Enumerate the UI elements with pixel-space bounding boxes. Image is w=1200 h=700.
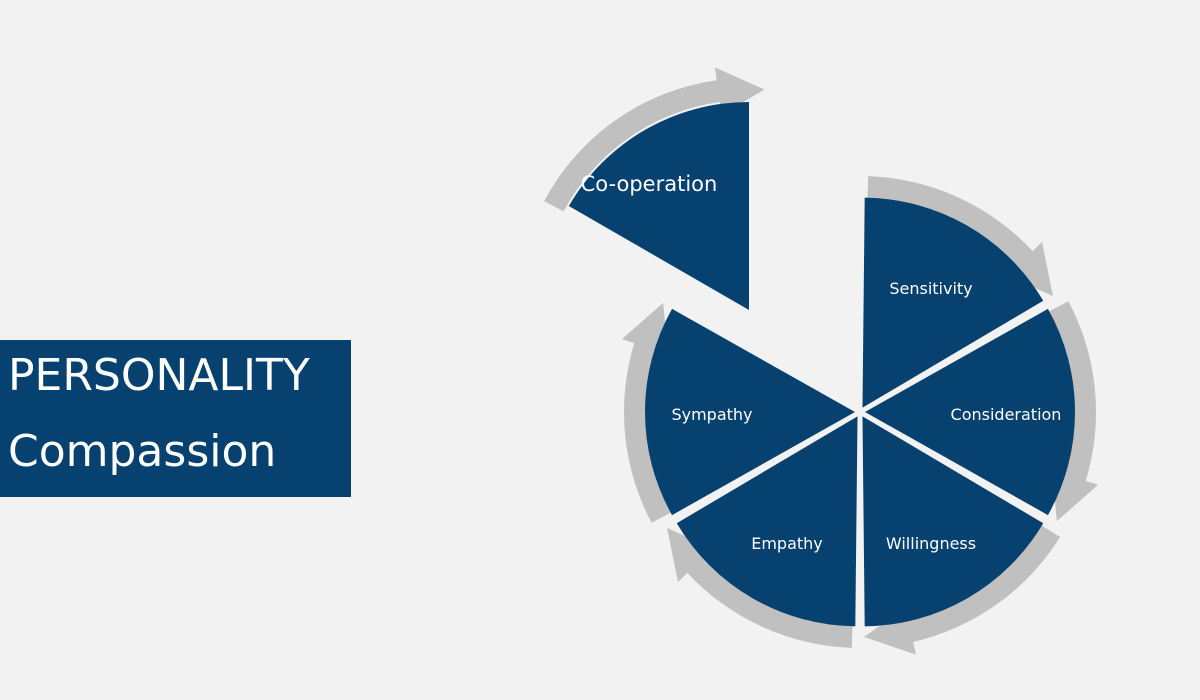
- wheel-group: [544, 67, 1099, 655]
- segment-empathy: [676, 416, 858, 627]
- arrow-sympathy-icon: [621, 302, 672, 523]
- segment-consideration: [865, 308, 1075, 516]
- arrow-willingness-icon: [863, 525, 1061, 655]
- segment-label-sympathy: Sympathy: [671, 405, 752, 424]
- segment-label-consideration: Consideration: [951, 405, 1062, 424]
- label-group: Co-operation Sensitivity Consideration W…: [581, 172, 1062, 553]
- segment-label-sensitivity: Sensitivity: [889, 279, 972, 298]
- segment-label-empathy: Empathy: [751, 534, 823, 553]
- title-personality: PERSONALITY: [8, 350, 310, 401]
- segment-sympathy: [645, 308, 855, 516]
- arrow-sensitivity-icon: [867, 176, 1053, 297]
- segment-label-willingness: Willingness: [886, 534, 976, 553]
- title-compassion: Compassion: [8, 426, 277, 477]
- arrow-consideration-icon: [1048, 301, 1099, 522]
- title-box: PERSONALITY Compassion: [0, 340, 351, 497]
- segment-co-operation: [568, 101, 749, 310]
- arrow-co-operation-icon: [544, 67, 765, 212]
- segment-sensitivity: [862, 197, 1044, 408]
- segment-label-co-operation: Co-operation: [581, 172, 718, 196]
- arrow-empathy-icon: [667, 527, 853, 648]
- segment-willingness: [862, 416, 1044, 627]
